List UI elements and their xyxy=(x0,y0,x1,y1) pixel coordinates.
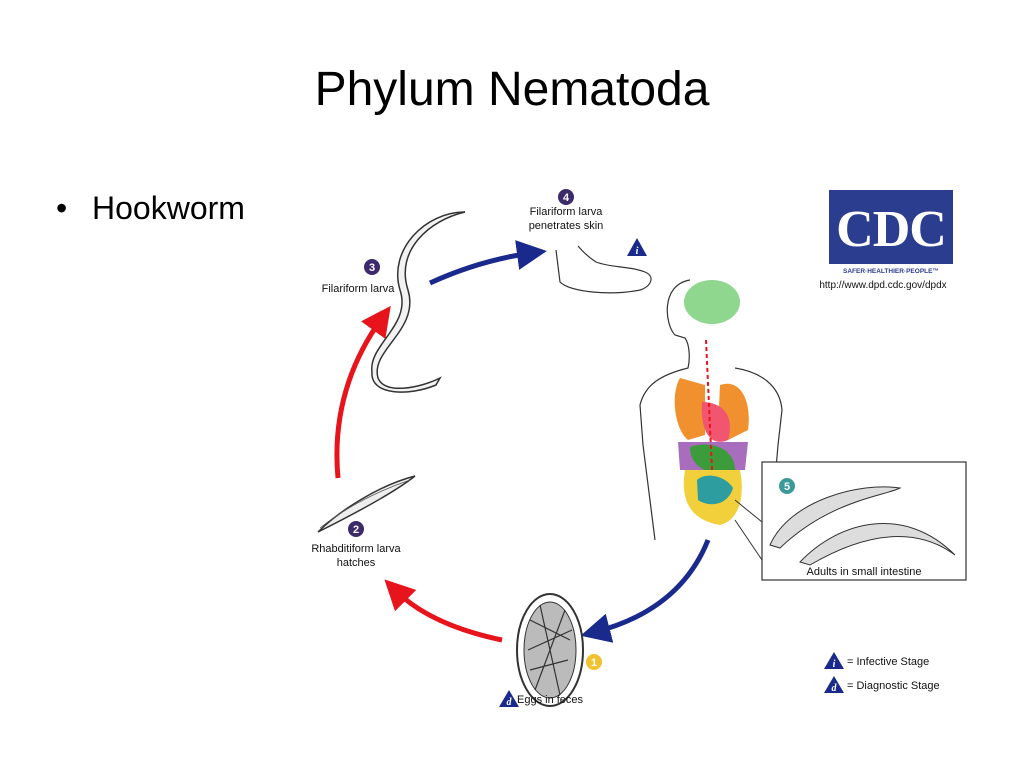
stage-4-label-line-2: penetrates skin xyxy=(529,220,604,232)
arrow-body-to-1 xyxy=(580,539,711,643)
stage-5-badge xyxy=(779,478,795,494)
stage-2-number: 2 xyxy=(353,524,359,536)
foot-drawing xyxy=(555,245,652,294)
egg-drawing xyxy=(516,593,584,707)
diagnostic-stage-marker-letter: d xyxy=(507,697,513,708)
legend-diagnostic-letter: d xyxy=(832,683,838,694)
stage-2-label-line-2: hatches xyxy=(337,557,376,569)
bullet-text: Hookworm xyxy=(92,190,245,226)
legend-infective-letter: i xyxy=(833,659,836,670)
bullet-item: • Hookworm xyxy=(56,190,245,227)
stage-2-label-line-1: Rhabditiform larva xyxy=(311,543,401,555)
arrow-1-to-2 xyxy=(384,579,503,643)
stage-5-label: Adults in small intestine xyxy=(807,566,922,578)
rhabditiform-larva-detail xyxy=(319,479,411,529)
diagnostic-stage-marker: d xyxy=(499,690,519,708)
infective-stage-marker-letter: i xyxy=(636,246,639,257)
stage-2-badge xyxy=(348,521,364,537)
legend-diagnostic-icon xyxy=(824,676,844,693)
adults-callout-line-bottom xyxy=(734,519,763,561)
legend: i = Infective Stage d = Diagnostic Stage xyxy=(824,652,940,694)
cdc-logo: CDC SAFER·HEALTHIER·PEOPLE™ xyxy=(829,190,953,275)
stage-4-number: 4 xyxy=(563,192,570,204)
stage-4-badge xyxy=(558,189,574,205)
filariform-larva-drawing xyxy=(371,211,466,393)
cdc-tagline: SAFER·HEALTHIER·PEOPLE™ xyxy=(843,268,939,275)
stage-3-number: 3 xyxy=(369,262,375,274)
stage-4-label-line-1: Filariform larva xyxy=(530,206,604,218)
stage-3-label: Filariform larva xyxy=(322,283,396,295)
infective-stage-marker: i xyxy=(627,238,647,257)
human-body-drawing xyxy=(639,279,783,541)
arrow-3-to-4 xyxy=(428,240,547,286)
adults-box xyxy=(761,461,967,581)
cdc-logo-text: CDC xyxy=(836,201,946,258)
cdc-url: http://www.dpd.cdc.gov/dpdx xyxy=(819,280,946,291)
stage-1-badge xyxy=(586,654,602,670)
rhabditiform-larva-drawing xyxy=(317,475,416,533)
cdc-logo-box xyxy=(829,190,953,264)
stage-3-badge xyxy=(364,259,380,275)
bullet-dot: • xyxy=(56,190,68,226)
stage-1-number: 1 xyxy=(591,657,597,669)
legend-diagnostic-text: = Diagnostic Stage xyxy=(847,680,940,692)
arrow-2-to-3 xyxy=(334,305,391,479)
legend-infective-text: = Infective Stage xyxy=(847,656,929,668)
adults-callout-line-top xyxy=(734,499,763,523)
legend-infective-icon xyxy=(824,652,844,669)
slide-title: Phylum Nematoda xyxy=(314,63,710,116)
stage-5-number: 5 xyxy=(784,481,790,493)
stage-1-label: Eggs in feces xyxy=(517,694,584,706)
